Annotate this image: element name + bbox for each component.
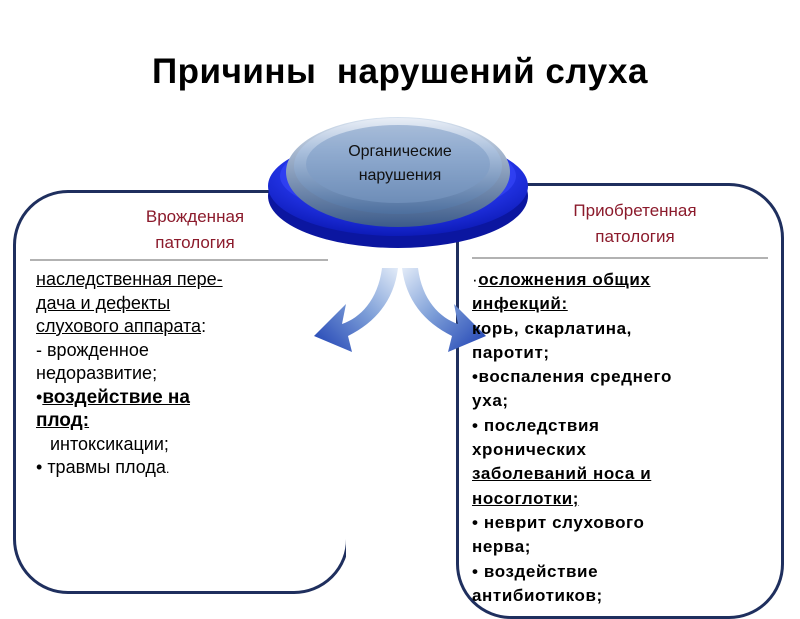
right-line-6: уха; xyxy=(472,391,509,411)
right-body-text: ·осложнения общих инфекций: корь, скарла… xyxy=(472,268,777,608)
right-line-10: носоглотки; xyxy=(472,488,580,508)
left-line-2: дача и дефекты xyxy=(36,292,171,313)
left-line-5: недоразвитие; xyxy=(36,363,158,383)
center-label-line1: Органические xyxy=(348,143,452,160)
left-heading-line2: патология xyxy=(155,233,235,252)
left-line-8: интоксикации; xyxy=(50,433,169,454)
left-heading: Врожденная патология xyxy=(100,204,290,256)
bullet-icon: • xyxy=(36,386,43,407)
right-line-2: инфекций: xyxy=(472,294,568,314)
right-line-5: •воспаления среднего xyxy=(472,367,672,387)
right-line-4: паротит; xyxy=(472,342,550,362)
right-panel xyxy=(456,183,784,619)
right-line-3: корь, скарлатина, xyxy=(472,318,633,338)
left-heading-line1: Врожденная xyxy=(145,207,245,226)
left-line-1: наследственная пере- xyxy=(36,269,223,289)
left-line-6: •воздействие на xyxy=(36,386,190,408)
left-line-9: • травмы плода. xyxy=(36,457,170,477)
right-line-13: • воздействие xyxy=(472,561,599,581)
center-badge xyxy=(286,117,510,227)
right-line-1: ·осложнения общих xyxy=(472,270,651,289)
right-line-11: • неврит слухового xyxy=(472,512,645,532)
center-label-line2: нарушения xyxy=(358,167,442,184)
arrow-left-icon xyxy=(314,268,398,352)
decoration-layer xyxy=(30,117,768,352)
left-line-3: слухового аппарата: xyxy=(36,316,207,336)
right-heading-line2: патология xyxy=(595,227,675,246)
right-line-12: нерва; xyxy=(472,537,532,557)
left-body-text: наследственная пере- дача и дефекты слух… xyxy=(36,268,326,481)
slide-title: Причины нарушений слуха xyxy=(152,52,648,91)
left-line-7: плод: xyxy=(36,410,90,431)
arrow-right-icon xyxy=(402,268,486,352)
left-line-4: - врожденное xyxy=(36,339,149,360)
right-heading: Приобретенная патология xyxy=(535,198,735,250)
right-line-14: антибиотиков; xyxy=(472,585,603,605)
right-heading-line1: Приобретенная xyxy=(573,201,697,220)
right-line-8: хронических xyxy=(472,440,587,460)
bullet-icon: • xyxy=(36,457,43,477)
right-line-9: заболеваний носа и xyxy=(472,464,652,484)
right-line-7: • последствия xyxy=(472,415,600,435)
center-badge-label: Органические нарушения xyxy=(300,140,500,188)
